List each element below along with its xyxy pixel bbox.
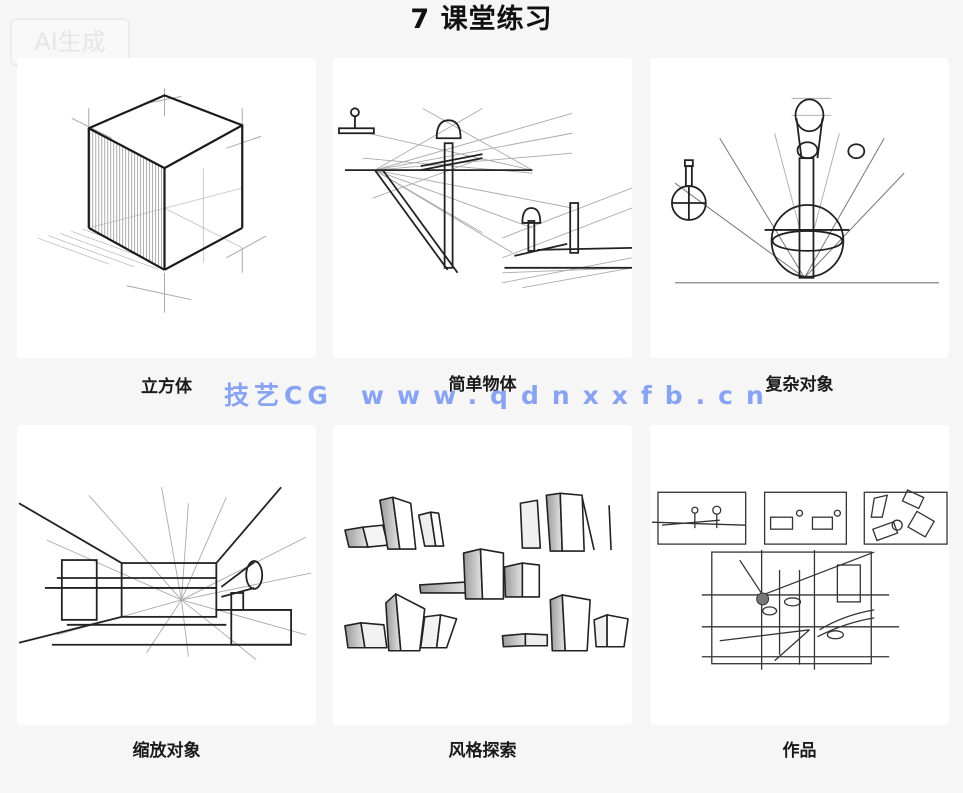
panel-simple-objects <box>333 58 632 358</box>
watermark: 技艺CG www.qdnxxfb.cn <box>224 380 777 412</box>
style-exploration-illustration <box>344 492 629 652</box>
watermark-url: www.qdnxxfb.cn <box>360 381 777 410</box>
panel-cube <box>17 58 316 358</box>
caption-complex-objects: 复杂对象 <box>765 375 834 395</box>
watermark-brand: 技艺CG <box>224 381 333 410</box>
caption-cube: 立方体 <box>141 377 192 397</box>
simple-objects-illustration <box>338 107 632 289</box>
caption-works: 作品 <box>782 741 817 761</box>
cube-perspective-illustration <box>36 88 267 313</box>
complex-objects-illustration <box>671 97 940 284</box>
panel-works <box>650 425 949 725</box>
panel-complex-objects <box>650 58 949 358</box>
page-title: 7 课堂练习 <box>410 4 553 35</box>
panel-style-exploration <box>333 425 632 725</box>
panel-scaled-objects <box>17 425 316 725</box>
caption-scaled-objects: 缩放对象 <box>132 741 201 761</box>
works-illustration <box>651 489 948 670</box>
scaled-objects-illustration <box>18 486 312 661</box>
caption-simple-objects: 简单物体 <box>448 375 517 395</box>
caption-style-exploration: 风格探索 <box>448 741 517 761</box>
